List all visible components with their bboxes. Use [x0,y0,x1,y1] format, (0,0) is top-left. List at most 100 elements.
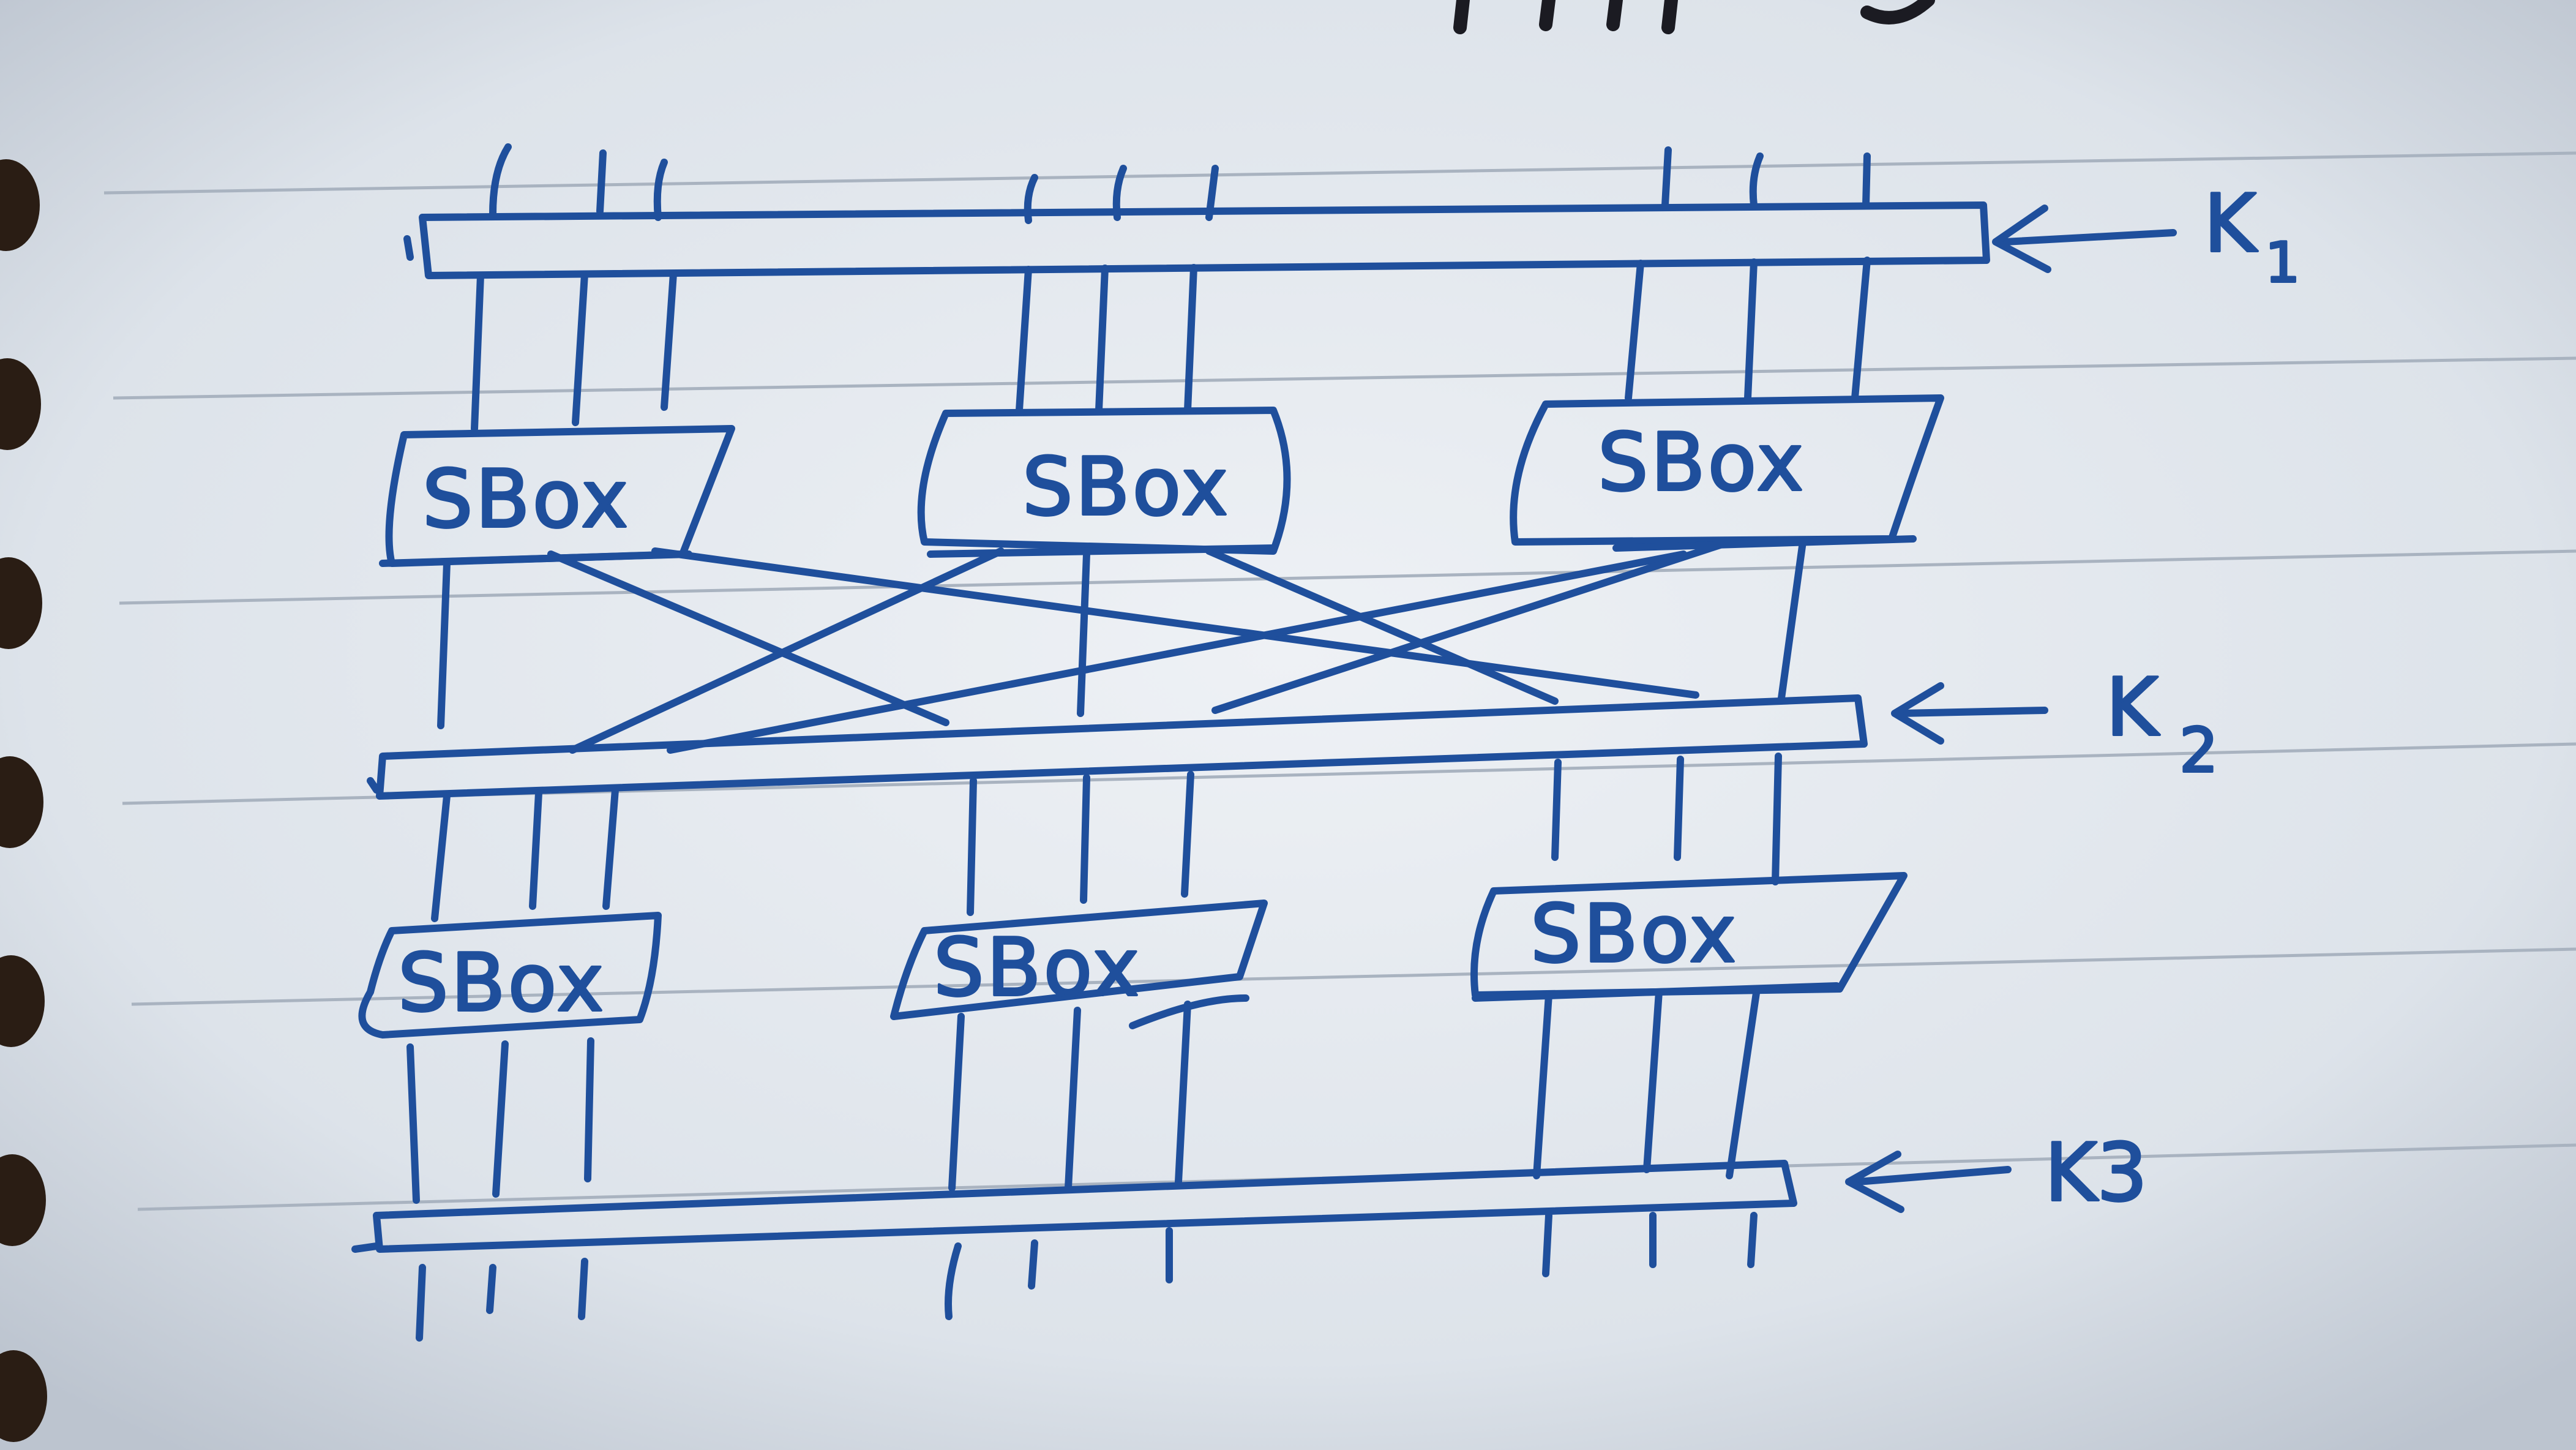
key-label-k2: K [2106,661,2160,754]
binding-hole [0,159,40,251]
input-tick [1205,165,1219,221]
wire [406,1043,420,1204]
input-tick [596,149,607,215]
perm-wire [1211,541,1724,714]
wire [572,271,588,426]
binding-holes [0,159,47,1442]
k2-to-sbox-lines [431,753,1782,922]
perm-wire [651,547,1699,699]
key-label-k3: K3 [2045,1126,2147,1219]
sbox-r2-2 [890,900,1268,1020]
key-bar-k2 [367,694,1868,800]
sbox-r2-1-label: SBox [398,936,606,1029]
spn-diagram: SBox SBox SBox [351,143,2301,1342]
wire [967,777,977,916]
wire [1016,266,1032,414]
rule-line [119,549,2576,605]
output-tick [416,1264,426,1342]
sbox-to-k3-lines [406,982,1840,1204]
rule-line [103,151,2576,195]
scribble-stroke [1661,0,1678,34]
wire [1472,982,1840,1002]
wire [1674,756,1684,861]
arrow-head-icon [1845,1151,1904,1213]
wire [1643,988,1663,1173]
perm-wire [1612,535,1917,552]
k1-input-ticks [489,143,1871,224]
sbox-round-2: SBox SBox SBox [358,872,1908,1039]
top-scribbles [1453,0,1935,34]
output-tick [1747,1212,1758,1268]
wire [1533,991,1552,1179]
k3-output-ticks [416,1212,1758,1342]
arrow-head-icon [1891,682,1944,745]
input-tick [1862,152,1871,209]
scribble-stroke [1453,0,1470,34]
rule-line [131,947,2576,1006]
scribble-stroke [1860,0,1935,24]
wire [584,1037,594,1182]
binding-hole [0,1350,47,1442]
sbox-r2-3-label: SBox [1530,887,1739,980]
input-tick [1661,146,1672,209]
wire [602,786,619,910]
key-bar-k3 [351,1160,1797,1253]
binding-hole [0,557,42,649]
scribble-stroke [1539,0,1556,31]
sbox-r1-2-label: SBox [1022,440,1230,533]
perm-wire [1205,547,1559,705]
binding-hole [0,955,45,1047]
wire [1726,985,1761,1179]
rule-line [113,356,2576,400]
permutation-layer [379,535,1917,754]
wire [1080,774,1090,904]
perm-wire [667,550,1687,754]
sbox-r2-1 [358,912,662,1039]
output-tick [1028,1239,1038,1290]
binding-hole [0,1154,46,1246]
output-tick [486,1264,496,1314]
wire [529,789,542,910]
sbox-r1-1-label: SBox [422,453,631,546]
arrow-shaft [1854,1166,2012,1185]
binding-hole [0,358,41,450]
key-k2-annotation: K 2 [1891,659,2220,787]
wire [1175,1001,1191,1185]
input-tick [1024,174,1038,224]
perm-wire [1077,550,1090,717]
perm-wire [379,550,692,567]
output-tick [1542,1212,1552,1277]
output-tick [578,1258,588,1320]
key-subscript-k2: 2 [2179,715,2218,786]
wire [1744,258,1758,402]
k1-to-sbox-lines [471,257,1871,432]
wire [1095,265,1109,414]
key-label-k1: K [2204,177,2258,270]
sbox-r2-2-label: SBox [934,921,1142,1014]
binding-hole [0,756,43,848]
scribble-stroke [1606,0,1623,31]
input-tick [1749,152,1764,209]
input-tick [1112,165,1127,221]
input-tick [489,143,512,218]
wire [1551,759,1562,861]
wire [1065,1007,1081,1192]
wire [1184,264,1197,414]
wire [1625,260,1644,402]
key-subscript-k1: 1 [2265,231,2300,295]
perm-wire [1778,538,1807,702]
wire [1181,771,1194,898]
arrow-shaft [2001,229,2177,246]
wire [1772,753,1782,885]
wire [948,1013,965,1192]
input-tick [653,159,668,221]
wire [661,270,677,411]
perm-wire [547,550,949,726]
wire [1129,994,1249,1029]
wire [471,272,484,432]
output-tick [945,1242,962,1320]
key-k3-annotation: K3 [1845,1125,2149,1220]
arrow-head-icon [1992,205,2051,273]
sbox-r1-3-label: SBox [1598,416,1806,509]
